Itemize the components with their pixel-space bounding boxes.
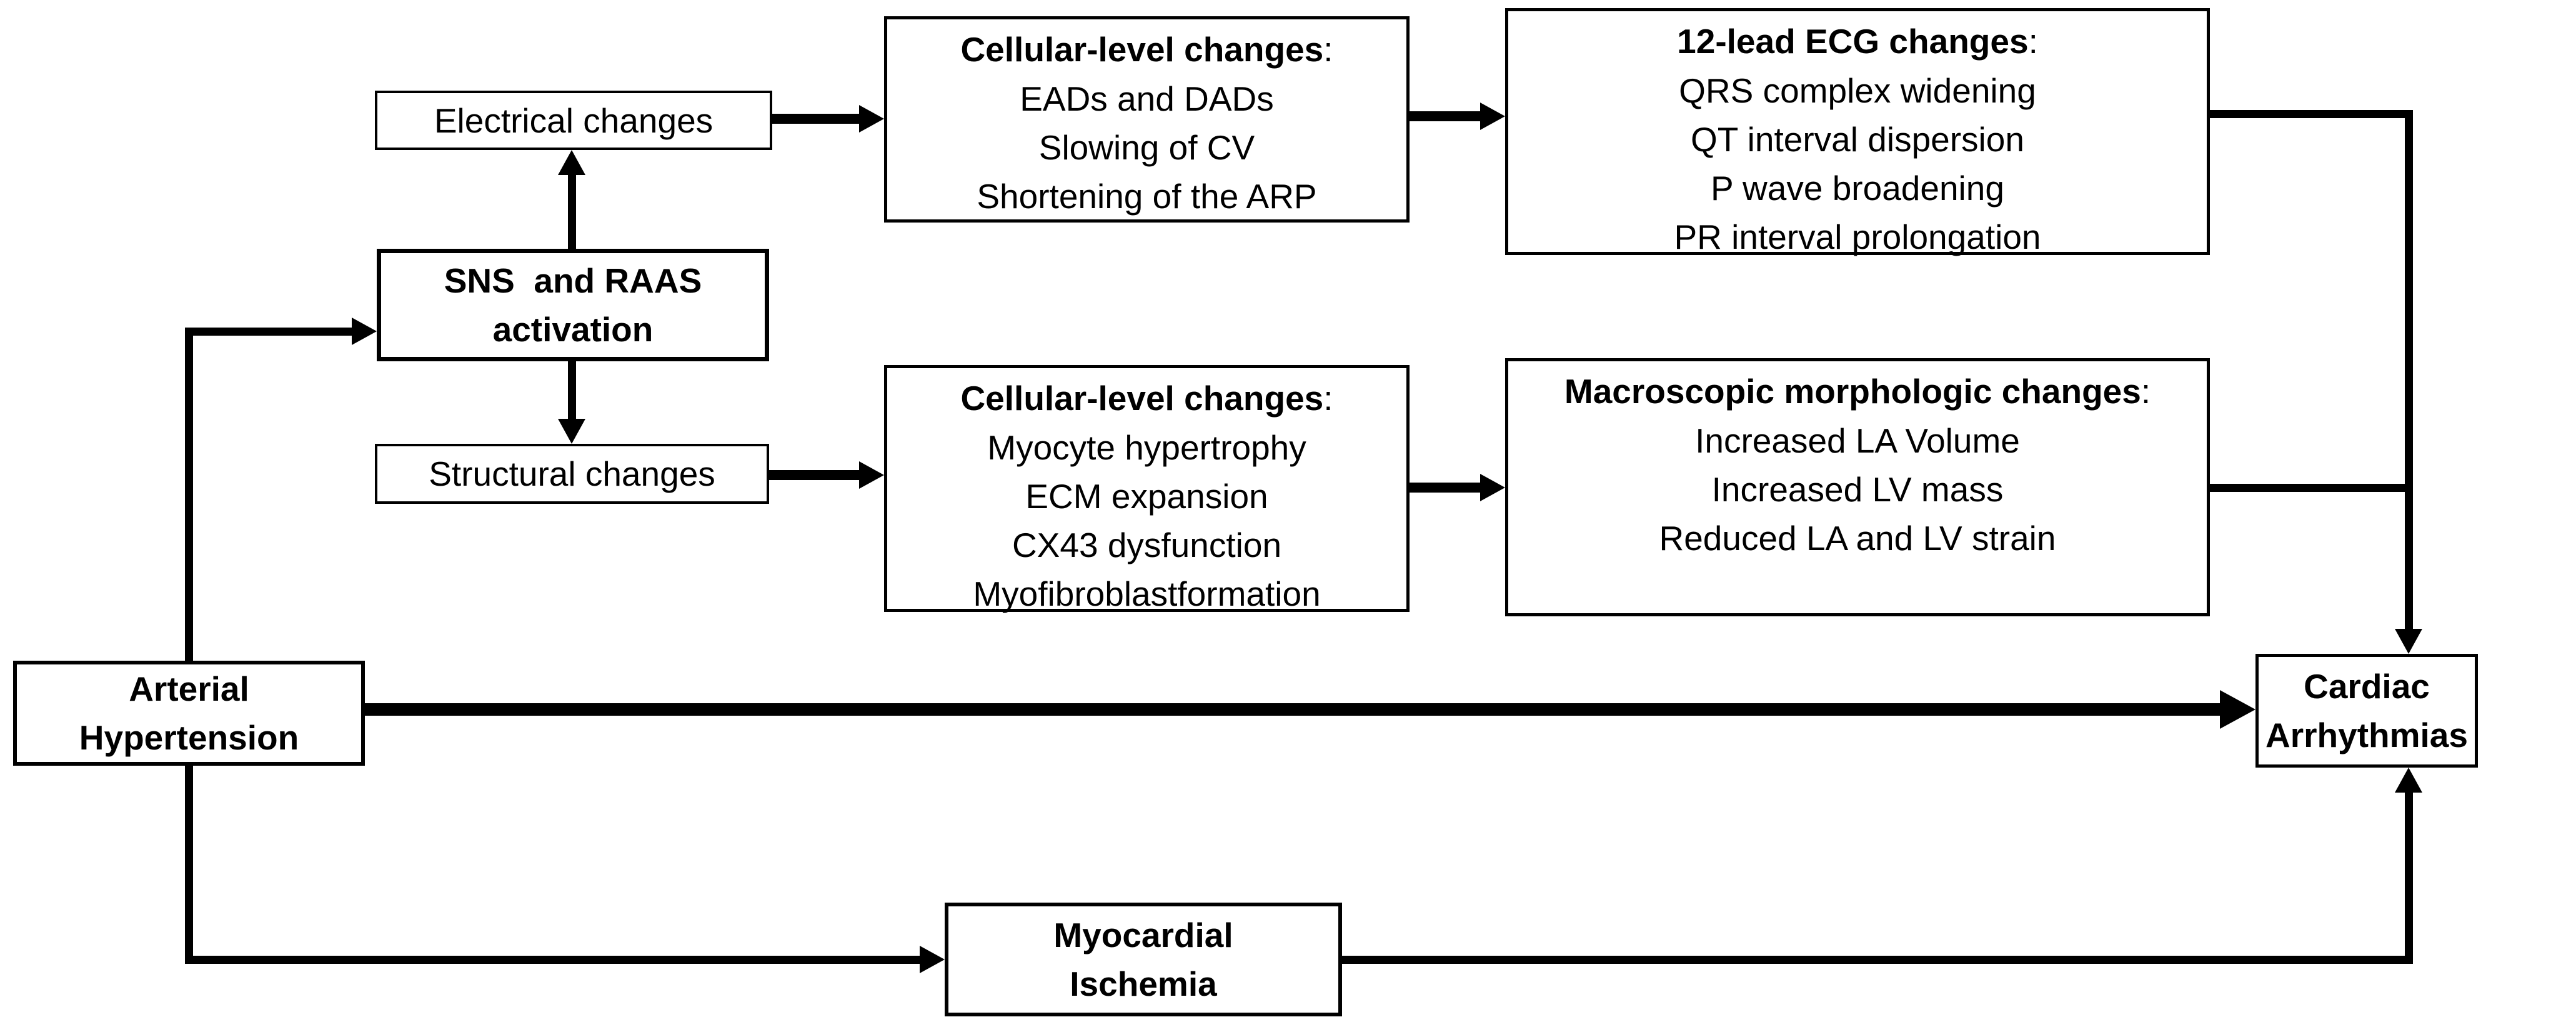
box-myocardial-ischemia: Myocardial Ischemia [945, 903, 1342, 1016]
arrowhead-right-macroscopic [1480, 474, 1505, 501]
arterial-hypertension-label: Arterial Hypertension [79, 669, 299, 757]
box-arterial-hypertension: Arterial Hypertension [13, 661, 365, 766]
connector-cellular-to-ecg [1410, 111, 1481, 121]
cellular-structural-items: Myocyte hypertrophy ECM expansion CX43 d… [973, 428, 1321, 613]
arrowhead-up-electrical [558, 150, 585, 175]
cellular-electrical-title: Cellular-level changes: [960, 24, 1333, 74]
arrowhead-right-cardiac [2220, 690, 2255, 729]
arrowhead-right-myocardial [920, 946, 945, 973]
electrical-changes-label: Electrical changes [434, 101, 714, 140]
cardiac-arrhythmias-label: Cardiac Arrhythmias [2265, 667, 2468, 754]
connector-macroscopic-to-rail [2210, 484, 2413, 492]
macroscopic-title: Macroscopic morphologic changes: [1564, 366, 2151, 416]
macroscopic-title-colon: : [2141, 372, 2151, 411]
connector-arterial-down [185, 766, 193, 964]
box-cellular-changes-electrical: Cellular-level changes: EADs and DADs Sl… [884, 16, 1410, 223]
connector-cellular-to-macroscopic [1410, 483, 1481, 493]
cellular-structural-title-colon: : [1323, 379, 1333, 418]
connector-structural-to-cellular [769, 470, 860, 480]
connector-electrical-to-cellular [772, 114, 860, 124]
box-12-lead-ecg-changes: 12-lead ECG changes: QRS complex widenin… [1505, 8, 2210, 256]
ecg-items: QRS complex widening QT interval dispers… [1674, 71, 2041, 256]
ecg-title: 12-lead ECG changes: [1677, 16, 2038, 66]
connector-ecg-to-rail [2210, 110, 2413, 118]
box-macroscopic-morphologic-changes: Macroscopic morphologic changes: Increas… [1505, 358, 2210, 616]
sns-raas-activation-label: SNS and RAAS activation [444, 261, 702, 349]
connector-arterial-up [185, 328, 193, 661]
connector-myocardial-to-rail [1342, 956, 2413, 964]
macroscopic-items: Increased LA Volume Increased LV mass Re… [1659, 421, 2056, 558]
arrowhead-right-cellular-structural [859, 461, 884, 489]
connector-arterial-to-cardiac [365, 703, 2223, 716]
box-cardiac-arrhythmias: Cardiac Arrhythmias [2255, 654, 2478, 768]
cellular-structural-title-text: Cellular-level changes [960, 379, 1324, 418]
box-electrical-changes: Electrical changes [375, 91, 772, 150]
arrowhead-right-sns [352, 318, 377, 345]
cellular-electrical-title-colon: : [1323, 30, 1333, 69]
connector-rail-to-cardiac-top [2405, 110, 2413, 630]
connector-sns-to-electrical [568, 174, 576, 249]
ecg-title-text: 12-lead ECG changes [1677, 22, 2029, 61]
structural-changes-label: Structural changes [429, 454, 715, 493]
arrowhead-down-structural [558, 419, 585, 444]
arrowhead-right-cellular-electrical [859, 105, 884, 133]
arrowhead-right-ecg [1480, 103, 1505, 130]
macroscopic-title-text: Macroscopic morphologic changes [1564, 372, 2141, 411]
arrowhead-down-cardiac [2395, 629, 2422, 654]
connector-sns-to-structural [568, 361, 576, 420]
cellular-structural-title: Cellular-level changes: [960, 373, 1333, 423]
cellular-electrical-title-text: Cellular-level changes [960, 30, 1324, 69]
ecg-title-colon: : [2028, 22, 2038, 61]
arrowhead-up-cardiac [2395, 768, 2422, 793]
box-cellular-changes-structural: Cellular-level changes: Myocyte hypertro… [884, 365, 1410, 613]
connector-to-sns [185, 328, 354, 336]
box-structural-changes: Structural changes [375, 444, 769, 504]
myocardial-ischemia-label: Myocardial Ischemia [1053, 916, 1233, 1003]
connector-rail-to-cardiac-bottom [2405, 793, 2413, 964]
connector-to-myocardial [185, 956, 920, 964]
box-sns-raas-activation: SNS and RAAS activation [377, 249, 769, 361]
cellular-electrical-items: EADs and DADs Slowing of CV Shortening o… [977, 79, 1317, 216]
